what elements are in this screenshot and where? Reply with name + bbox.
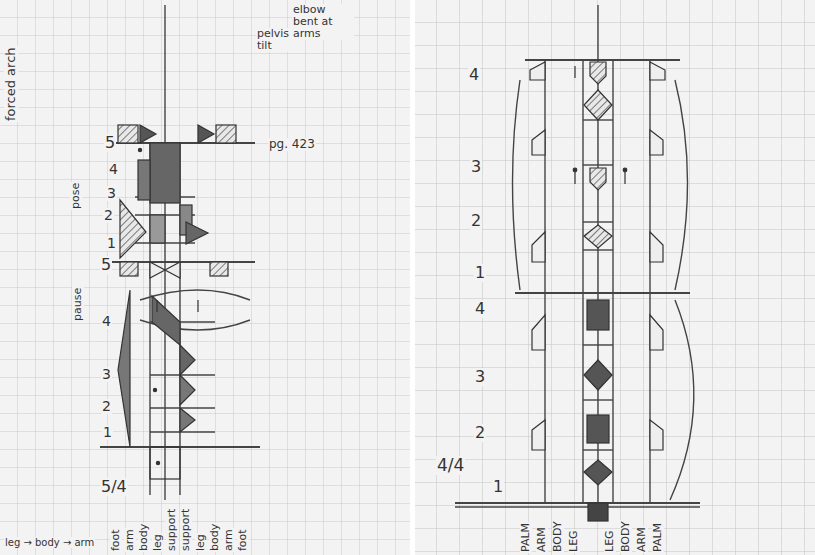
measure-number: 5 xyxy=(100,256,112,274)
time-signature: 4/4 xyxy=(436,456,465,475)
measure-number: 4 xyxy=(101,314,112,329)
measure-number: 4 xyxy=(474,300,486,318)
measure-number: 5 xyxy=(104,134,116,152)
column-label: LEG xyxy=(568,529,580,553)
note: forced arch xyxy=(4,46,18,122)
column-label: foot xyxy=(110,528,122,552)
column-label: foot xyxy=(237,528,249,552)
measure-number: 1 xyxy=(474,264,486,282)
measure-number: 2 xyxy=(103,208,114,223)
column-label: support xyxy=(166,508,178,552)
note: elbow bent at arms xyxy=(292,4,354,40)
note: pause xyxy=(72,287,84,322)
column-label: leg xyxy=(195,533,207,552)
note: leg → body → arm xyxy=(4,537,95,548)
measure-number: 2 xyxy=(470,212,482,230)
measure-number: 3 xyxy=(106,186,117,201)
column-label: PALM xyxy=(652,522,664,553)
column-label: PALM xyxy=(520,522,532,553)
measure-number: 4 xyxy=(468,66,480,84)
note: pg. 423 xyxy=(268,138,316,151)
column-label: body xyxy=(209,523,221,552)
measure-number: 2 xyxy=(474,424,486,442)
measure-number: 3 xyxy=(470,158,482,176)
column-label: BODY xyxy=(620,520,632,553)
column-label: arm xyxy=(223,528,235,552)
measure-number: 3 xyxy=(101,367,112,382)
column-label: support xyxy=(180,508,192,552)
column-label: body xyxy=(138,523,150,552)
measure-number: 3 xyxy=(474,368,486,386)
column-label: leg xyxy=(152,533,164,552)
time-signature: 5/4 xyxy=(100,478,128,496)
measure-number: 1 xyxy=(102,425,113,440)
measure-number: 1 xyxy=(106,236,117,251)
measure-number: 2 xyxy=(101,399,112,414)
column-label: LEG xyxy=(604,529,616,553)
column-label: BODY xyxy=(552,520,564,553)
column-label: arm xyxy=(124,528,136,552)
measure-number: 1 xyxy=(492,478,504,496)
note: pose xyxy=(70,182,82,210)
measure-number: 4 xyxy=(108,162,119,177)
column-label: ARM xyxy=(636,526,648,553)
column-label: ARM xyxy=(536,526,548,553)
